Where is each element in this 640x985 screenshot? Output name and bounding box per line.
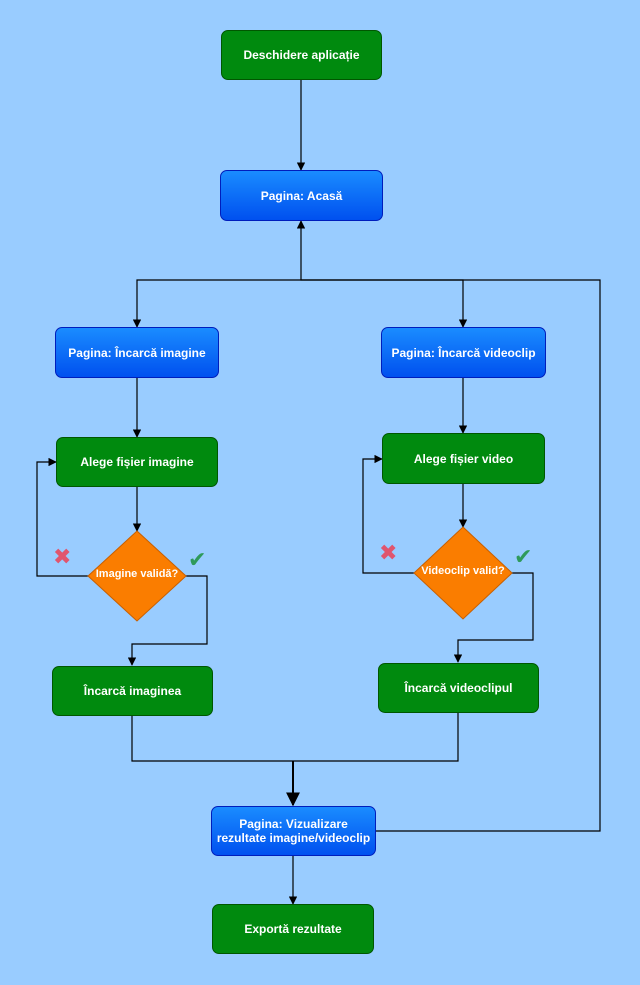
connector-video-valid xyxy=(453,572,534,663)
video-valid-check-icon: ✔ xyxy=(514,545,533,570)
upload-video-page-label: Pagina: Încarcă videoclip xyxy=(391,345,536,360)
choose-image-file-label: Alege fișier imagine xyxy=(80,455,194,469)
connector-upload-image-to-merge xyxy=(131,716,293,762)
upload-image-page-label: Pagina: Încarcă imagine xyxy=(68,345,206,360)
upload-image-page-node: Pagina: Încarcă imagine xyxy=(55,327,219,378)
connector-image-invalid-loop xyxy=(36,457,89,577)
choose-image-file-node: Alege fișier imagine xyxy=(56,437,218,487)
image-valid-check-icon: ✔ xyxy=(188,548,207,573)
connector-home-to-video-page xyxy=(301,279,468,328)
connector-home-to-image-page xyxy=(132,279,301,328)
home-page-node: Pagina: Acasă xyxy=(220,170,383,221)
results-page-node: Pagina: Vizualizare rezultate imagine/vi… xyxy=(211,806,376,856)
choose-video-file-node: Alege fișier video xyxy=(382,433,545,484)
open-app-label: Deschidere aplicație xyxy=(243,48,360,62)
connector-video-invalid-loop xyxy=(362,454,414,574)
home-page-label: Pagina: Acasă xyxy=(260,188,343,203)
image-valid-label: Imagine validă? xyxy=(95,568,179,580)
video-valid-diamond xyxy=(413,526,513,620)
results-page-label-line1: Pagina: Vizualizare xyxy=(239,817,348,831)
image-invalid-x-icon: ✖ xyxy=(53,545,72,570)
video-valid-label: Videoclip valid? xyxy=(421,565,505,577)
connector-upload-video-to-merge xyxy=(293,713,459,762)
connector-results-back-to-home xyxy=(296,220,601,832)
choose-video-file-label: Alege fișier video xyxy=(413,451,514,466)
upload-video-label: Încarcă videoclipul xyxy=(404,681,513,695)
image-valid-diamond xyxy=(87,530,187,622)
open-app-node: Deschidere aplicație xyxy=(221,30,382,80)
export-results-label: Exportă rezultate xyxy=(244,922,342,936)
upload-image-label: Încarcă imaginea xyxy=(83,684,182,698)
results-page-label-line2: rezultate imagine/videoclip xyxy=(216,831,371,845)
video-invalid-x-icon: ✖ xyxy=(379,541,398,566)
export-results-node: Exportă rezultate xyxy=(212,904,374,954)
upload-video-node: Încarcă videoclipul xyxy=(378,663,539,713)
upload-video-page-node: Pagina: Încarcă videoclip xyxy=(381,327,546,378)
connector-image-valid xyxy=(127,575,208,666)
upload-image-node: Încarcă imaginea xyxy=(52,666,213,716)
